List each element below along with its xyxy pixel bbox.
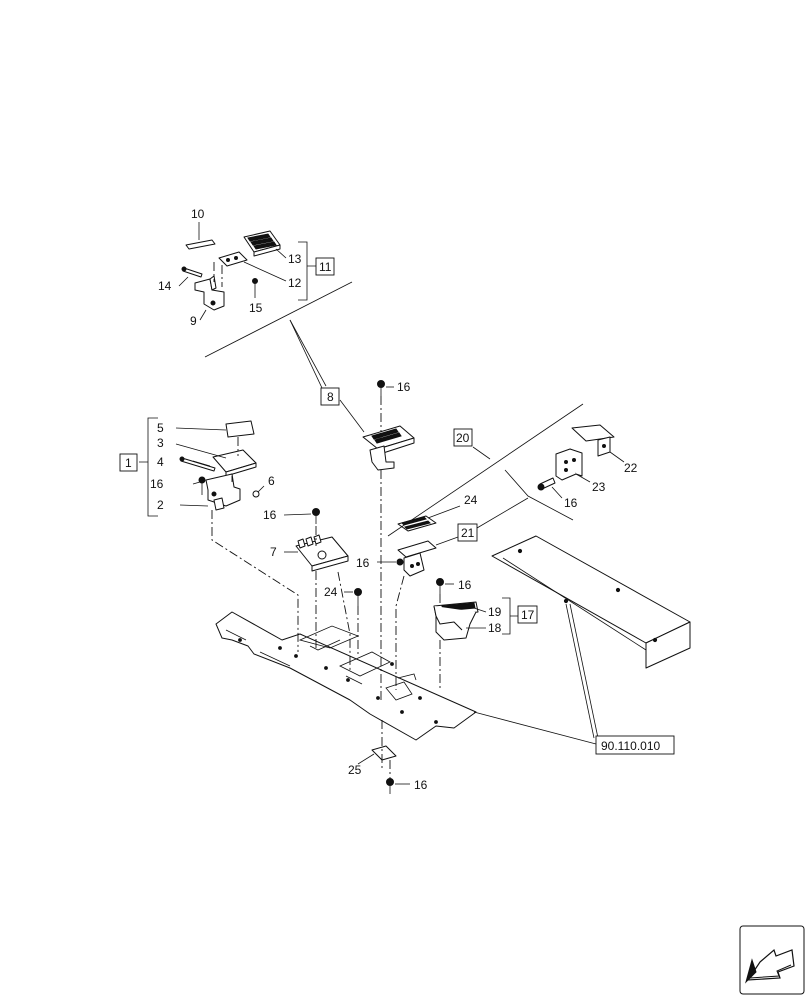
part-8-pedal: [339, 380, 415, 471]
part-3-cover: [212, 449, 257, 477]
group-11-pedal-assembly: [178, 222, 316, 321]
part-6-clip: [252, 490, 260, 498]
callout-8: 8: [327, 390, 334, 404]
callout-1: 1: [125, 456, 132, 470]
callout-25: 25: [348, 763, 362, 777]
leader-8-to-group11b: [289, 319, 327, 387]
callout-16-left: 16: [150, 477, 164, 491]
callout-box-20: [453, 428, 473, 447]
callout-16-mid: 16: [263, 508, 277, 522]
callout-4: 4: [157, 455, 164, 469]
leader-8-to-group11: [289, 319, 323, 389]
callout-16-bracket: 16: [564, 496, 578, 510]
part-14-bolt: [181, 266, 203, 278]
callout-12: 12: [288, 276, 302, 290]
part-7-support: [283, 508, 349, 572]
callout-9: 9: [190, 314, 197, 328]
part-10-pin: [185, 222, 216, 250]
part-2-bracket: [205, 473, 241, 511]
callout-11: 11: [319, 260, 332, 274]
callout-labels: 10 13 12 14 15 9 11 8 16 5 3 1 4 16 6 2 …: [119, 207, 675, 792]
callout-13: 13: [288, 252, 302, 266]
part-25-bracket: [357, 745, 397, 765]
callout-box-11: [315, 257, 335, 276]
part-24-screw-center: [344, 588, 362, 606]
callout-22: 22: [624, 461, 638, 475]
part-16-screw-left: [198, 476, 206, 495]
section-line-21b: [504, 469, 574, 521]
callout-15: 15: [249, 301, 263, 315]
callout-18: 18: [488, 621, 502, 635]
floor-panel-right: [491, 535, 691, 669]
part-13-pedal-pad: [243, 230, 281, 257]
section-line-upper: [204, 281, 353, 358]
section-line-20: [387, 403, 584, 537]
callout-16-bottom: 16: [414, 778, 428, 792]
callout-10: 10: [191, 207, 205, 221]
callout-box-21: [457, 523, 478, 542]
callout-16-right-pedal: 16: [356, 556, 370, 570]
callout-17: 17: [521, 608, 535, 622]
part-22-bracket: [571, 424, 625, 463]
callout-14: 14: [158, 279, 172, 293]
part-12-plate: [218, 251, 248, 267]
part-23-bracket: [555, 448, 591, 483]
callout-24-right: 24: [464, 493, 478, 507]
group-21-pedal: [377, 505, 461, 577]
callout-21: 21: [461, 526, 475, 540]
leader-ref-panel-b: [569, 603, 599, 739]
part-4-pin: [179, 456, 216, 472]
reference-label[interactable]: 90.110.010: [601, 739, 660, 753]
callout-box-17: [517, 605, 538, 624]
callout-5: 5: [157, 421, 164, 435]
callout-3: 3: [157, 436, 164, 450]
callout-16-pedal17: 16: [458, 578, 472, 592]
part-16-screw-bottom: [386, 778, 410, 794]
part-15-screw: [252, 278, 258, 284]
next-page-arrow-icon[interactable]: [739, 925, 805, 995]
callout-24-center: 24: [324, 585, 338, 599]
part-5-pad: [225, 420, 255, 438]
leader-20: [472, 446, 491, 460]
section-line-21: [476, 497, 529, 529]
assembly-dash-lines: [211, 396, 441, 778]
part-17-pedal: [433, 578, 518, 641]
leader-ref-panel: [565, 603, 595, 739]
callout-20: 20: [456, 431, 470, 445]
callout-box-8: [320, 387, 340, 406]
callout-23: 23: [592, 480, 606, 494]
leader-ref-plate: [473, 711, 597, 745]
callout-6: 6: [268, 474, 275, 488]
reference-box[interactable]: [595, 735, 675, 755]
callout-7: 7: [270, 545, 277, 559]
callout-box-1: [119, 453, 138, 472]
part-16-screw-right: [537, 477, 563, 499]
part-9-bracket: [194, 275, 225, 311]
group-1-pedal-assembly: [139, 417, 265, 517]
callout-19: 19: [488, 605, 502, 619]
callout-16-top: 16: [397, 380, 411, 394]
callout-2: 2: [157, 498, 164, 512]
